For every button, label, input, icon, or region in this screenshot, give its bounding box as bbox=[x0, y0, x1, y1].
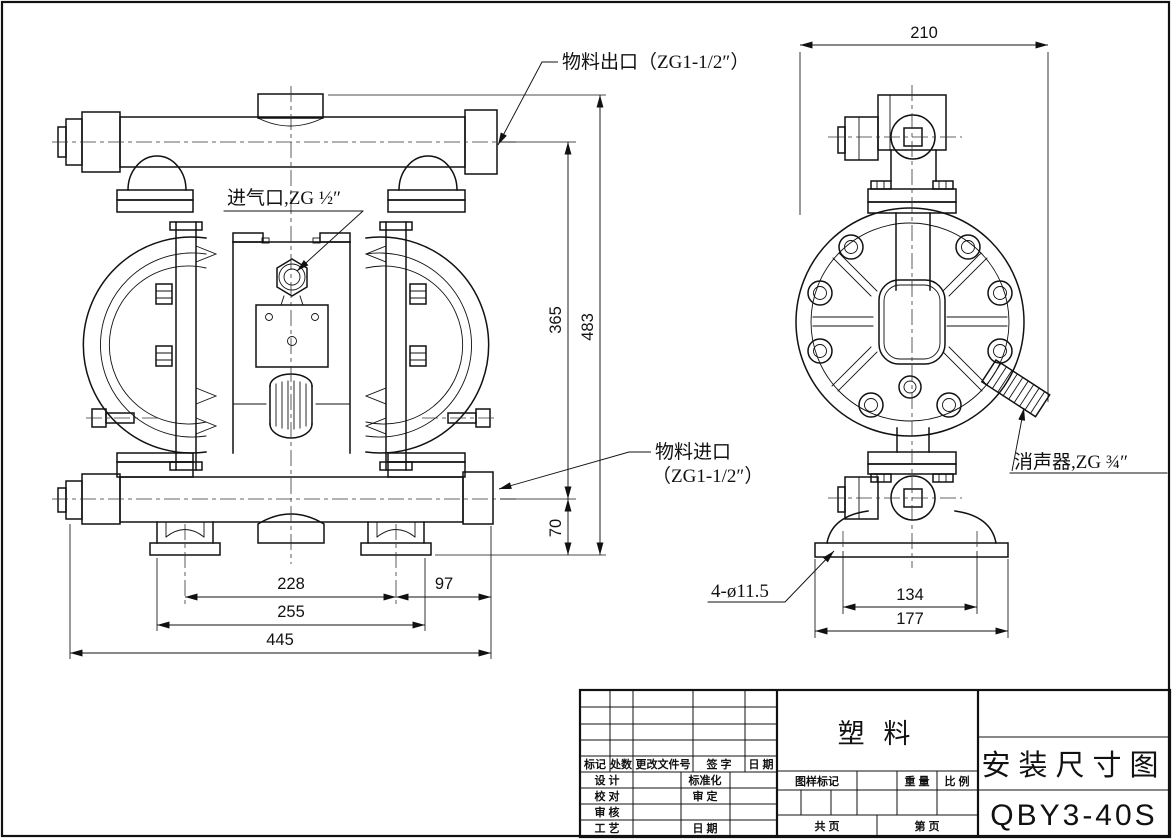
dim-feet-outer: 255 bbox=[277, 603, 305, 621]
row-date: 日 期 bbox=[692, 821, 717, 835]
rev-col-docno: 更改文件号 bbox=[636, 757, 691, 771]
dim-feet-span: 228 bbox=[277, 575, 305, 593]
nameplate bbox=[255, 304, 329, 368]
callout-mount-holes: 4-ø11.5 bbox=[711, 581, 769, 602]
scale-label: 比 例 bbox=[944, 774, 969, 788]
dim-right-offset: 97 bbox=[435, 575, 453, 593]
dim-port-span: 365 bbox=[547, 306, 565, 334]
drawing-title: 安装尺寸图 bbox=[981, 749, 1166, 782]
muffler-body bbox=[980, 358, 1051, 418]
callout-air-inlet: 进气口,ZG ½″ bbox=[227, 187, 341, 209]
dim-base-width: 177 bbox=[896, 610, 924, 628]
side-dimensions: 210 134 177 bbox=[799, 24, 1049, 638]
rev-col-count: 处数 bbox=[609, 757, 633, 771]
weight-label: 重 量 bbox=[904, 774, 929, 788]
dim-total-height: 483 bbox=[579, 313, 597, 341]
callout-outlet: 物料出口（ZG1-1/2″） bbox=[562, 51, 749, 73]
material-label: 塑 料 bbox=[838, 719, 917, 749]
air-inlet-hex-nut bbox=[276, 258, 308, 297]
dim-depth: 210 bbox=[910, 24, 938, 42]
dim-base-height: 70 bbox=[547, 519, 565, 537]
row-review: 审 核 bbox=[594, 805, 619, 819]
title-block: 标记 处数 更改文件号 签 字 日 期 设 计 校 对 审 核 工 艺 标准化 … bbox=[578, 688, 1172, 839]
row-check: 校 对 bbox=[594, 789, 619, 803]
row-standard: 标准化 bbox=[688, 773, 722, 787]
callouts: 物料出口（ZG1-1/2″） 进气口,ZG ½″ 物料进口 （ZG1-1/2″）… bbox=[223, 51, 1168, 603]
callout-inlet-line1: 物料进口 bbox=[655, 441, 731, 463]
side-view bbox=[795, 85, 1051, 568]
model-number: QBY3-40S bbox=[990, 799, 1157, 832]
rev-col-date: 日 期 bbox=[748, 757, 773, 771]
housing-bolts bbox=[807, 234, 1013, 418]
row-process: 工 艺 bbox=[594, 821, 619, 835]
callout-muffler: 消声器,ZG ¾″ bbox=[1014, 451, 1128, 473]
dim-total-width: 445 bbox=[266, 631, 294, 649]
pages-total-label: 共 页 bbox=[814, 819, 839, 833]
row-design: 设 计 bbox=[594, 773, 619, 787]
callout-inlet-line2: （ZG1-1/2″） bbox=[652, 465, 763, 487]
page-num-label: 第 页 bbox=[914, 819, 939, 833]
dim-hole-span: 134 bbox=[896, 586, 924, 604]
front-dimensions: 228 97 255 445 365 483 70 bbox=[69, 94, 606, 659]
front-view bbox=[52, 86, 516, 604]
stamp-label: 图样标记 bbox=[795, 774, 839, 788]
rev-col-mark: 标记 bbox=[583, 757, 606, 771]
row-approve: 审 定 bbox=[692, 789, 717, 803]
rev-col-sign: 签 字 bbox=[705, 757, 731, 771]
